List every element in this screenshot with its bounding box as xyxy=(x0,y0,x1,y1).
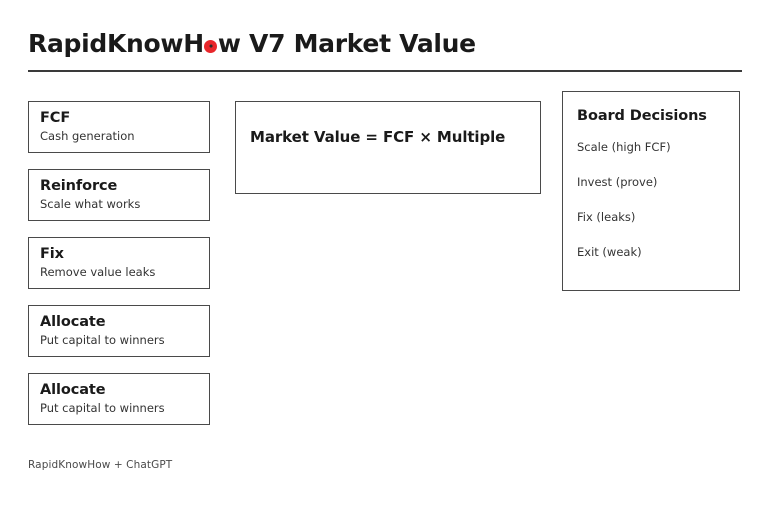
board-decision-item[interactable]: Invest (prove) xyxy=(577,174,658,189)
card-subtitle: Remove value leaks xyxy=(40,265,156,280)
page-title: RapidKnowH w V7 Market Value xyxy=(28,30,476,58)
board-decision-item[interactable]: Fix (leaks) xyxy=(577,209,636,224)
value-driver-card[interactable]: FCF Cash generation xyxy=(28,101,210,153)
board-decision-item[interactable]: Scale (high FCF) xyxy=(577,140,671,154)
title-divider xyxy=(28,70,742,72)
card-title: Fix xyxy=(40,246,64,262)
card-title: Reinforce xyxy=(40,178,118,194)
value-driver-card[interactable]: Allocate Put capital to winners xyxy=(28,305,210,357)
card-subtitle: Cash generation xyxy=(40,129,135,144)
value-driver-card[interactable]: Fix Remove value leaks xyxy=(28,237,210,289)
card-title: Allocate xyxy=(40,382,106,398)
board-decision-item[interactable]: Exit (weak) xyxy=(577,244,642,259)
card-subtitle: Put capital to winners xyxy=(40,333,165,348)
board-decisions-title: Board Decisions xyxy=(577,108,707,124)
card-subtitle: Scale what works xyxy=(40,197,141,212)
footer-attribution: RapidKnowHow + ChatGPT xyxy=(28,459,173,471)
page-title-text-before: RapidKnowH xyxy=(28,29,204,58)
formula-box[interactable]: Market Value = FCF × Multiple xyxy=(235,101,541,194)
value-driver-card[interactable]: Reinforce Scale what works xyxy=(28,169,210,221)
page-title-text-after: w V7 Market Value xyxy=(217,29,476,58)
card-title: FCF xyxy=(40,110,71,126)
board-decisions-panel[interactable]: Board Decisions Scale (high FCF) Invest … xyxy=(562,91,740,291)
red-donut-o-icon xyxy=(204,39,218,53)
formula-text: Market Value = FCF × Multiple xyxy=(250,128,506,146)
card-title: Allocate xyxy=(40,314,106,330)
card-subtitle: Put capital to winners xyxy=(40,401,165,416)
value-driver-card-list: FCF Cash generation Reinforce Scale what… xyxy=(28,101,210,441)
value-driver-card[interactable]: Allocate Put capital to winners xyxy=(28,373,210,425)
